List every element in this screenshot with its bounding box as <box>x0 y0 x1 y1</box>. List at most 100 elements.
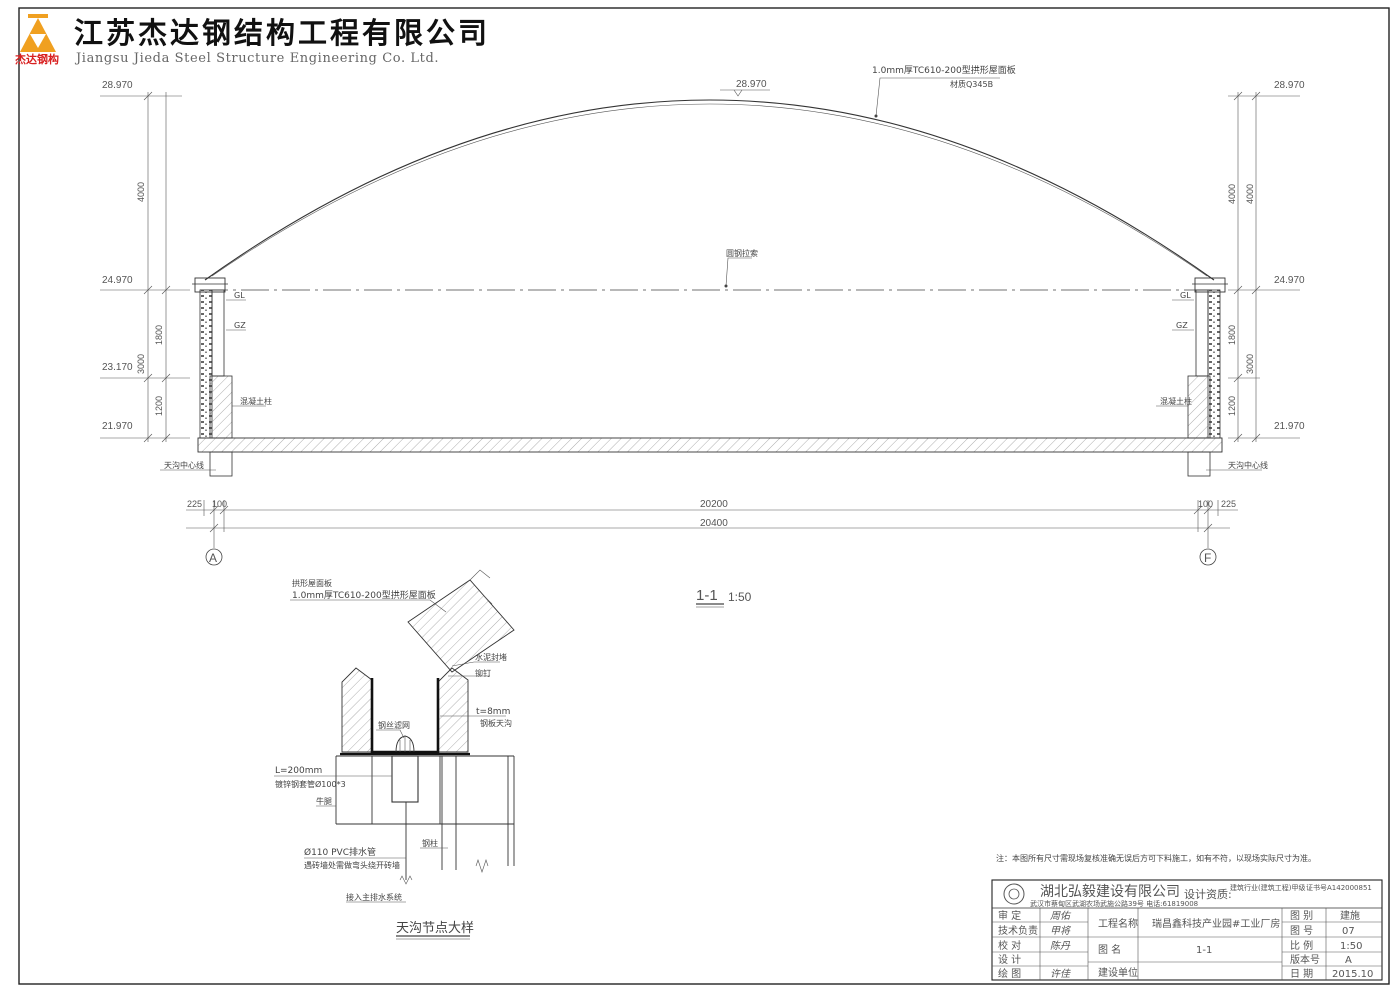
detail-label-panel: 1.0mm厚TC610-200型拱形屋面板 <box>292 589 436 601</box>
tb-meta-val-1: 07 <box>1342 926 1355 937</box>
tb-meta-val-4: 2015.10 <box>1332 969 1373 980</box>
label-gutter-center-left: 天沟中心线 <box>164 460 204 470</box>
dim-right-1200: 1200 <box>1227 396 1237 416</box>
tb-meta-val-2: 1:50 <box>1340 941 1362 952</box>
sheet-border <box>18 7 1390 985</box>
dim-right-3000: 3000 <box>1245 354 1255 374</box>
tb-role-4: 绘 图 <box>998 967 1021 980</box>
detail-sleeve-pipe <box>391 755 419 803</box>
detail-label-wall: 遇砖墙处需做弯头绕开砖墙 <box>304 860 400 870</box>
detail-left-parapet <box>341 667 373 753</box>
tb-project-value: 瑞昌鑫科技产业园#工业厂房 <box>1152 917 1280 930</box>
elev-base-right: 21.970 <box>1274 421 1305 432</box>
company-name-cn: 江苏杰达钢结构工程有限公司 <box>74 16 490 50</box>
left-concrete-column <box>209 375 233 439</box>
tb-client-label: 建设单位 <box>1098 966 1138 979</box>
label-gz-right: GZ <box>1176 321 1188 330</box>
tb-drawing-label: 图 名 <box>1098 943 1121 956</box>
company-logo: 杰达钢构 <box>15 14 59 66</box>
section-1-1: 28.970 24.970 23.170 21.970 4000 1800 30… <box>100 64 1305 608</box>
right-steel-column <box>1195 289 1209 377</box>
elev-top-right: 28.970 <box>1274 80 1305 91</box>
tb-qual-detail: 建筑行业(建筑工程)甲级 <box>1230 883 1305 892</box>
arch-roof-inner <box>211 103 1208 277</box>
dim-left-1200: 1200 <box>154 396 164 416</box>
tb-address: 武汉市蔡甸区武湖农场武施公路39号 电话:61819008 <box>1030 899 1198 908</box>
dim-right-1800: 1800 <box>1227 325 1237 345</box>
left-steel-column <box>211 289 225 377</box>
dim-right-225: 225 <box>1221 499 1236 509</box>
tb-meta-key-3: 版本号 <box>1290 953 1320 966</box>
elev-eave-left: 24.970 <box>102 275 133 286</box>
arch-roof <box>204 99 1215 281</box>
label-concrete-right: 混凝土柱 <box>1160 396 1192 406</box>
elev-mid-left: 23.170 <box>102 362 133 373</box>
tb-meta-key-0: 图 别 <box>1290 910 1313 922</box>
tb-project-label: 工程名称 <box>1098 917 1138 930</box>
detail-roof-panel <box>407 579 515 673</box>
detail-label-corbel: 牛腿 <box>316 796 332 806</box>
label-tie-rod: 圆钢拉索 <box>726 248 758 258</box>
dim-left-100: 100 <box>212 499 227 509</box>
dim-span-total: 20400 <box>700 518 728 529</box>
dim-left-225: 225 <box>187 499 202 509</box>
axis-bubble-a <box>205 548 223 566</box>
general-note: 注：本图所有尺寸需现场复核准确无误后方可下料施工，如有不符，以现场实际尺寸为准。 <box>996 853 1316 863</box>
floor-slab <box>197 437 1223 453</box>
tb-signature-4: 许佳 <box>1050 968 1071 980</box>
elev-base-left: 21.970 <box>102 421 133 432</box>
axis-label-a: A <box>209 551 217 565</box>
gutter-detail: 拱形屋面板 1.0mm厚TC610-200型拱形屋面板 水泥封堵 铆钉 t=8m… <box>274 569 515 940</box>
title-block: 湖北弘毅建设有限公司 武汉市蔡甸区武湖农场武施公路39号 电话:61819008… <box>991 879 1383 981</box>
detail-title: 天沟节点大样 <box>396 921 474 936</box>
dim-right-100: 100 <box>1198 499 1213 509</box>
detail-right-parapet <box>437 667 469 753</box>
detail-label-pvc: Ø110 PVC排水管 <box>304 846 376 858</box>
detail-label-l200: L=200mm <box>275 766 322 776</box>
section-title-name: 1-1 <box>696 587 718 604</box>
tb-meta-val-0: 建施 <box>1340 909 1360 922</box>
elev-top-center: 28.970 <box>736 79 767 90</box>
tb-meta-val-3: A <box>1345 955 1352 966</box>
detail-label-gutter: 钢板天沟 <box>480 718 512 728</box>
right-concrete-column <box>1187 375 1211 439</box>
detail-label-drain: 接入主排水系统 <box>346 892 402 902</box>
tb-meta-key-2: 比 例 <box>1290 939 1313 952</box>
label-gz-left: GZ <box>234 321 246 330</box>
elev-top-left: 28.970 <box>102 80 133 91</box>
company-name-en: Jiangsu Jieda Steel Structure Engineerin… <box>74 51 439 66</box>
detail-label-mesh: 钢丝滤网 <box>378 720 410 730</box>
elev-eave-right: 24.970 <box>1274 275 1305 286</box>
firm-seal-icon <box>1003 883 1025 905</box>
tb-meta-key-4: 日 期 <box>1290 968 1313 980</box>
tb-design-qual: 设计资质: <box>1184 888 1232 901</box>
dim-right-4000a: 4000 <box>1227 184 1237 204</box>
detail-label-t8: t=8mm <box>476 707 510 717</box>
tb-role-2: 校 对 <box>998 939 1021 952</box>
dim-left-1800: 1800 <box>154 325 164 345</box>
dim-left-4000: 4000 <box>136 182 146 202</box>
tb-drawing-value: 1-1 <box>1196 945 1212 956</box>
detail-label-pipe: 镀锌钢套管Ø100*3 <box>275 779 346 789</box>
tb-cert: 证书号A142000851 <box>1306 883 1372 892</box>
tb-role-3: 设 计 <box>998 953 1021 966</box>
dim-right-4000b: 4000 <box>1245 184 1255 204</box>
label-concrete-left: 混凝土柱 <box>240 396 272 406</box>
tb-role-0: 审 定 <box>998 909 1021 922</box>
detail-label-column: 钢柱 <box>422 838 438 848</box>
tb-signature-0: 周佑 <box>1050 910 1072 922</box>
tb-meta-key-1: 图 号 <box>1290 925 1313 937</box>
label-roof-panel: 1.0mm厚TC610-200型拱形屋面板 <box>872 64 1016 76</box>
dim-span-inner: 20200 <box>700 499 728 510</box>
detail-label-seal: 水泥封堵 <box>475 652 507 662</box>
dim-left-3000: 3000 <box>136 354 146 374</box>
label-material: 材质Q345B <box>950 79 993 89</box>
label-gutter-center-right: 天沟中心线 <box>1228 460 1268 470</box>
detail-label-rivet: 铆钉 <box>475 668 491 678</box>
tb-signature-2: 陈丹 <box>1050 940 1071 952</box>
axis-bubble-f <box>1199 548 1217 566</box>
tb-firm: 湖北弘毅建设有限公司 <box>1040 883 1180 900</box>
logo-caption: 杰达钢构 <box>15 52 59 66</box>
label-gl-right: GL <box>1180 291 1191 300</box>
